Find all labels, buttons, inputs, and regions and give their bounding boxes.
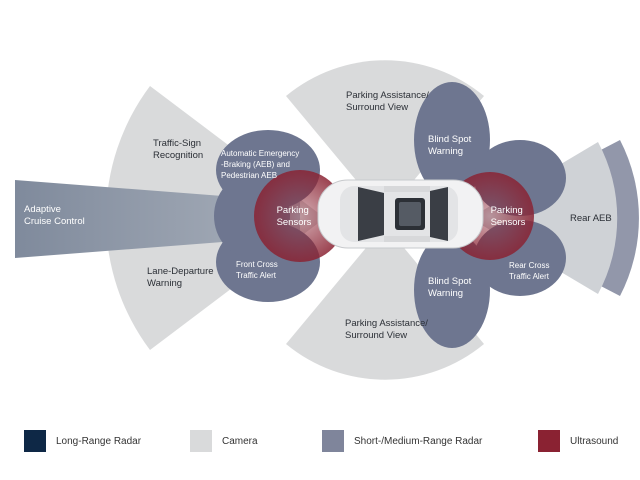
blind-spot-lobe-bottom	[414, 232, 490, 348]
legend: Long-Range Radar Camera Short-/Medium-Ra…	[0, 430, 640, 464]
legend-label-ultrasound: Ultrasound	[570, 435, 619, 447]
label-rear-cross: Rear Cross Traffic Alert	[509, 261, 552, 281]
label-blind-spot-bottom: Blind Spot Warning	[428, 276, 474, 299]
label-blind-spot-top: Blind Spot Warning	[428, 134, 474, 157]
label-parking-front: Parking Sensors	[277, 205, 312, 228]
legend-label-short-medium-radar: Short-/Medium-Range Radar	[354, 435, 483, 447]
label-adaptive-cruise: Adaptive Cruise Control	[24, 204, 85, 227]
legend-item-short-medium-radar: Short-/Medium-Range Radar	[322, 430, 482, 452]
label-lane-departure: Lane-Departure Warning	[147, 266, 216, 289]
legend-swatch-short-medium-radar	[322, 430, 344, 452]
blind-spot-lobe-top	[414, 82, 490, 198]
label-traffic-sign: Traffic-Sign Recognition	[153, 138, 204, 161]
legend-swatch-long-range-radar	[24, 430, 46, 452]
label-aeb: Automatic Emergency -Braking (AEB) and P…	[221, 149, 302, 180]
label-front-cross: Front Cross Traffic Alert	[236, 260, 280, 280]
label-rear-aeb: Rear AEB	[570, 213, 612, 224]
legend-item-ultrasound: Ultrasound	[538, 430, 618, 452]
car-top-view	[317, 179, 484, 249]
label-parking-assist-bottom: Parking Assistance/ Surround View	[345, 318, 431, 341]
legend-label-long-range-radar: Long-Range Radar	[56, 435, 142, 447]
label-parking-assist-top: Parking Assistance/ Surround View	[346, 90, 432, 113]
legend-item-camera: Camera	[190, 430, 258, 452]
legend-swatch-ultrasound	[538, 430, 560, 452]
rear-camera-zone	[470, 142, 618, 294]
legend-item-long-range-radar: Long-Range Radar	[24, 430, 141, 452]
legend-label-camera: Camera	[222, 435, 258, 447]
legend-swatch-camera	[190, 430, 212, 452]
label-parking-rear: Parking Sensors	[491, 205, 526, 228]
